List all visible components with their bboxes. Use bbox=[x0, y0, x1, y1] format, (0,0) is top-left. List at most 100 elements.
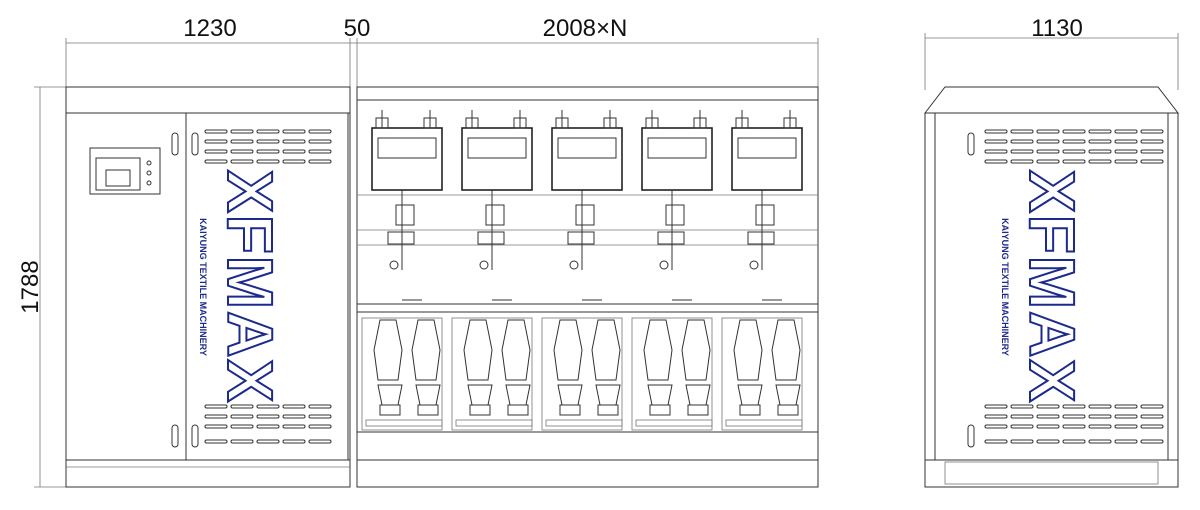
spindle-base bbox=[417, 404, 439, 416]
bobbin-cone bbox=[647, 384, 673, 406]
vent-slot bbox=[1088, 404, 1112, 409]
line-art bbox=[603, 117, 617, 129]
line-art bbox=[567, 231, 595, 245]
vent-slot bbox=[1140, 159, 1164, 164]
bobbin bbox=[553, 319, 583, 381]
line-art bbox=[555, 117, 569, 129]
line-art bbox=[665, 204, 685, 226]
spindle-base bbox=[507, 404, 529, 416]
line-art bbox=[375, 117, 389, 129]
control-cabinet: XFMAX KAIYUNG TEXTILE MACHINERY bbox=[65, 86, 351, 488]
drafting-head bbox=[731, 127, 803, 191]
line-art bbox=[479, 260, 489, 270]
drafting-roller bbox=[737, 137, 797, 159]
vent-slot bbox=[1140, 149, 1164, 154]
line-art bbox=[635, 419, 713, 427]
bobbin-cone bbox=[557, 384, 583, 406]
vent-slot bbox=[256, 159, 280, 164]
vent-slot bbox=[1062, 159, 1086, 164]
vent-slot bbox=[1010, 149, 1034, 154]
line-art bbox=[455, 419, 533, 427]
line-art bbox=[389, 260, 399, 270]
bobbin-bay bbox=[721, 317, 803, 431]
line-art bbox=[395, 204, 415, 226]
bobbin bbox=[733, 319, 763, 381]
bobbin bbox=[591, 319, 621, 381]
vent-slot bbox=[204, 414, 228, 419]
vent-slot bbox=[1062, 139, 1086, 144]
bobbin-bay bbox=[361, 317, 443, 431]
vent-slot bbox=[1088, 439, 1112, 444]
vent-slot bbox=[1062, 424, 1086, 429]
spindle-unit bbox=[361, 110, 443, 431]
vent-slot bbox=[1036, 149, 1060, 154]
bobbin-cone bbox=[685, 384, 711, 406]
line-art bbox=[693, 117, 707, 129]
vent-slot bbox=[1140, 139, 1164, 144]
dimension-width-cabinet: 1230 bbox=[183, 15, 236, 42]
vent-slot bbox=[282, 439, 306, 444]
vent-slot bbox=[1036, 439, 1060, 444]
bobbin-cone bbox=[595, 384, 621, 406]
vent-slot bbox=[1088, 139, 1112, 144]
logo-brand: XFMAX bbox=[214, 170, 286, 404]
bobbin-bay bbox=[541, 317, 623, 431]
vent-slot bbox=[308, 149, 332, 154]
bobbin-cone bbox=[737, 384, 763, 406]
vent-slot bbox=[1036, 404, 1060, 409]
dimension-height: 1788 bbox=[17, 260, 44, 313]
vent-slot bbox=[230, 129, 254, 134]
spindle-base bbox=[379, 404, 401, 416]
vent-slot bbox=[204, 149, 228, 154]
line-art bbox=[659, 260, 669, 270]
vent-slot bbox=[282, 139, 306, 144]
vent-slot bbox=[230, 414, 254, 419]
bobbin bbox=[643, 319, 673, 381]
drafting-head bbox=[461, 127, 533, 191]
spindle-base bbox=[777, 404, 799, 416]
line-art bbox=[755, 204, 775, 226]
vent-slot bbox=[984, 424, 1008, 429]
vent-slot bbox=[1062, 129, 1086, 134]
line-art bbox=[365, 419, 443, 427]
vent-slot bbox=[1010, 129, 1034, 134]
vent-slot bbox=[230, 439, 254, 444]
vent-slot bbox=[256, 139, 280, 144]
drafting-head bbox=[371, 127, 443, 191]
bobbin bbox=[771, 319, 801, 381]
bobbin-bay bbox=[451, 317, 533, 431]
line-art bbox=[645, 117, 659, 129]
bobbin-cone bbox=[377, 384, 403, 406]
vent-slot bbox=[1036, 139, 1060, 144]
vent-slot bbox=[204, 139, 228, 144]
spindle-base bbox=[597, 404, 619, 416]
line-art bbox=[657, 231, 685, 245]
vent-slot bbox=[1114, 139, 1138, 144]
vent-slot bbox=[256, 149, 280, 154]
vent-slot bbox=[282, 404, 306, 409]
vent-slot bbox=[1140, 129, 1164, 134]
vent-slot bbox=[1036, 414, 1060, 419]
vent-slot bbox=[1088, 414, 1112, 419]
vent-slot bbox=[1010, 159, 1034, 164]
drafting-head bbox=[551, 127, 623, 191]
vent-slot bbox=[204, 129, 228, 134]
bobbin-cone bbox=[505, 384, 531, 406]
vent-slot bbox=[1114, 404, 1138, 409]
vent-slot bbox=[1140, 404, 1164, 409]
bobbin-cone bbox=[775, 384, 801, 406]
vent-slot bbox=[984, 159, 1008, 164]
vent-slot bbox=[984, 414, 1008, 419]
vent-slot bbox=[1010, 139, 1034, 144]
vent-slot bbox=[308, 404, 332, 409]
vent-slot bbox=[256, 404, 280, 409]
spinning-section bbox=[356, 86, 819, 488]
line-art bbox=[513, 117, 527, 129]
vent-slot bbox=[230, 149, 254, 154]
bobbin-cone bbox=[415, 384, 441, 406]
vent-slots bbox=[204, 129, 332, 444]
vent-slot bbox=[1114, 439, 1138, 444]
line-art bbox=[747, 231, 775, 245]
vent-slot bbox=[984, 404, 1008, 409]
